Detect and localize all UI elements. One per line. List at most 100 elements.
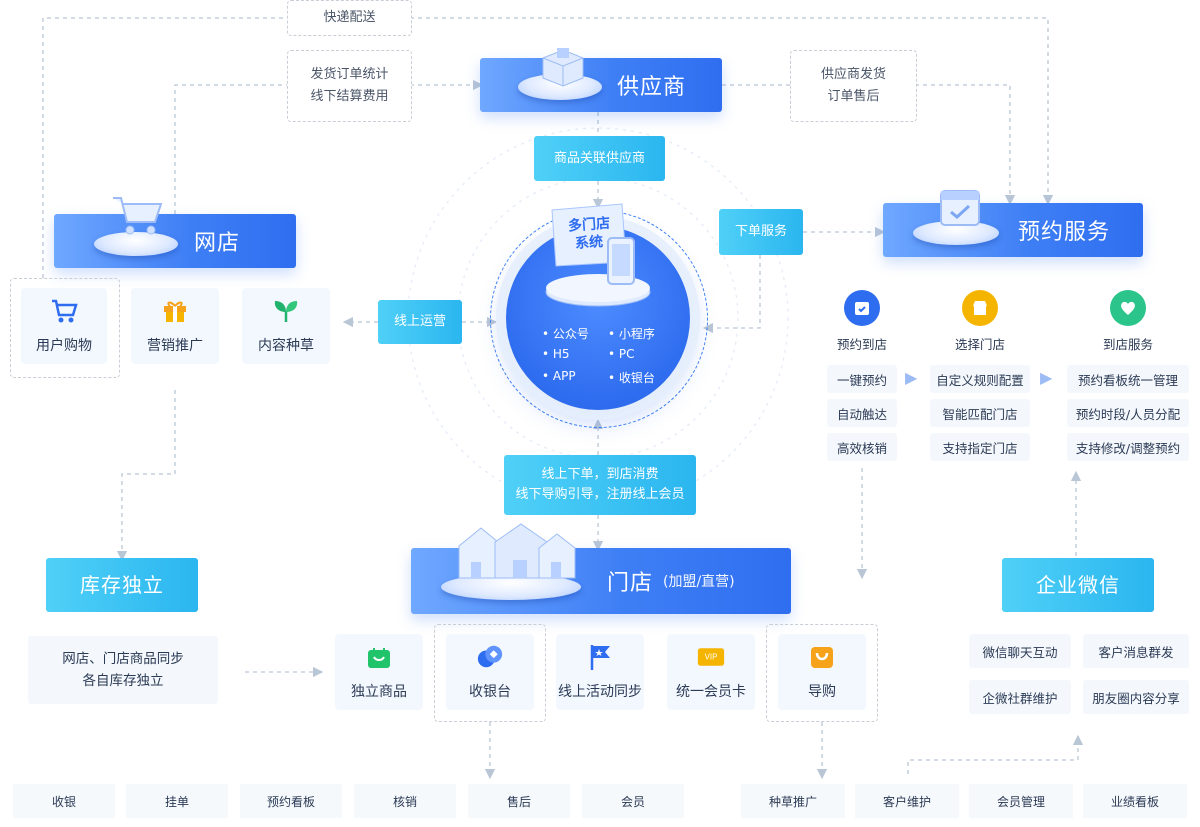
booking-chip: 支持指定门店: [930, 433, 1030, 461]
store-banner: 门店 (加盟/直营): [411, 523, 791, 614]
store-card-activity[interactable]: 线上活动同步: [556, 634, 644, 710]
store-subtitle: (加盟/直营): [663, 574, 735, 590]
wecom-chip: 企微社群维护: [969, 680, 1071, 714]
webstore-card-label: 内容种草: [258, 338, 314, 354]
right-note-line-2: 订单售后: [827, 89, 880, 104]
store-card-label: 导购: [808, 684, 836, 700]
left-note-box: 发货订单统计 线下结算费用: [287, 50, 412, 122]
vip-card-icon: VIP: [697, 643, 725, 671]
store-card-guide[interactable]: 导购: [778, 634, 866, 710]
booking-title: 预约服务: [1018, 220, 1111, 245]
feature-mini-program: • 小程序: [608, 327, 655, 341]
wecom-chip: 朋友圈内容分享: [1083, 680, 1189, 714]
webstore-pedestal: [94, 232, 178, 256]
online-ops-text: 线上运营: [393, 314, 446, 329]
inventory-box: 库存独立: [46, 558, 198, 612]
bottom-chip: 收银: [13, 784, 115, 818]
bottom-chip: 售后: [468, 784, 570, 818]
sprout-icon: [272, 297, 300, 325]
guide-bag-icon: [808, 643, 836, 671]
shop-icon: [962, 290, 998, 326]
online-ops-box: 线上运营: [378, 300, 462, 344]
booking-chip: 自定义规则配置: [930, 365, 1030, 393]
express-label: 快递配送: [287, 0, 412, 36]
store-card-label: 独立商品: [351, 684, 407, 700]
bottom-chip: 客户维护: [855, 784, 959, 818]
wecom-title: 企业微信: [1036, 573, 1120, 597]
bottom-chip: 挂单: [126, 784, 228, 818]
bag-icon: [365, 643, 393, 671]
inventory-title: 库存独立: [80, 573, 164, 597]
webstore-highlight: [10, 278, 120, 378]
link-supplier-box: 商品关联供应商: [534, 136, 665, 181]
left-note-line-1: 发货订单统计: [310, 67, 389, 82]
feature-label: APP: [552, 369, 576, 383]
supplier-banner: 供应商: [480, 48, 722, 112]
inventory-note: 网店、门店商品同步 各自库存独立: [28, 636, 218, 704]
express-text: 快递配送: [323, 10, 376, 25]
booking-chip: 一键预约: [827, 365, 897, 393]
bottom-chip: 业绩看板: [1083, 784, 1187, 818]
store-flow-line-2: 线下导购引导，注册线上会员: [515, 487, 685, 502]
wecom-chip: 微信聊天互动: [969, 634, 1071, 668]
inventory-note-line-2: 各自库存独立: [82, 673, 164, 689]
webstore-title: 网店: [194, 231, 241, 256]
webstore-banner: 网店: [54, 197, 296, 268]
shopping-cart-icon: [113, 197, 163, 235]
bottom-chip: 会员: [582, 784, 684, 818]
gift-icon: [161, 297, 189, 325]
store-card-member[interactable]: VIP 统一会员卡: [667, 634, 755, 710]
calendar-icon: [844, 290, 880, 326]
store-card-label: 线上活动同步: [558, 684, 642, 700]
store-title: 门店: [607, 571, 654, 596]
feature-label: 收银台: [618, 371, 655, 385]
chevron-right-icon: ▶: [1040, 368, 1053, 387]
chevron-right-icon: ▶: [905, 368, 918, 387]
booking-step-2: 选择门店: [954, 337, 1005, 352]
wecom-chip: 客户消息群发: [1083, 634, 1189, 668]
box-icon: [542, 48, 584, 87]
feature-label: H5: [552, 347, 570, 361]
order-service-box: 下单服务: [719, 209, 803, 255]
coins-icon: [476, 643, 504, 671]
inventory-note-line-1: 网店、门店商品同步: [62, 651, 184, 667]
webstore-card-content[interactable]: 内容种草: [242, 288, 330, 364]
feature-label: 小程序: [618, 327, 655, 341]
feature-label: 公众号: [552, 327, 589, 341]
store-card-products[interactable]: 独立商品: [335, 634, 423, 710]
feature-app: • APP: [542, 369, 576, 383]
store-card-label: 统一会员卡: [676, 684, 746, 700]
feature-cashier: • 收银台: [608, 371, 655, 385]
monitor-phone-icon: [545, 203, 651, 307]
right-note-line-1: 供应商发货: [820, 67, 886, 82]
booking-chip: 预约时段/人员分配: [1067, 399, 1189, 427]
left-note-line-2: 线下结算费用: [310, 89, 389, 104]
feature-h5: • H5: [542, 347, 570, 361]
booking-chip: 预约看板统一管理: [1067, 365, 1189, 393]
bottom-chip: 核销: [354, 784, 456, 818]
cart-icon: [50, 297, 78, 325]
calendar-board-icon: [940, 190, 980, 226]
booking-chip: 高效核销: [827, 433, 897, 461]
booking-chip: 智能匹配门店: [930, 399, 1030, 427]
webstore-card-shopping[interactable]: 用户购物: [21, 288, 107, 364]
store-card-label: 收银台: [469, 684, 511, 700]
cashier-highlight: [434, 624, 546, 722]
booking-step-1: 预约到店: [836, 337, 887, 352]
guide-highlight: [766, 624, 878, 722]
store-card-cashier[interactable]: 收银台: [446, 634, 534, 710]
webstore-card-label: 用户购物: [36, 338, 92, 354]
link-supplier-text: 商品关联供应商: [553, 150, 645, 166]
feature-official-account: • 公众号: [542, 327, 589, 341]
webstore-card-marketing[interactable]: 营销推广: [131, 288, 219, 364]
store-flow-box: 线上下单，到店消费 线下导购引导，注册线上会员: [504, 455, 696, 515]
booking-chip: 支持修改/调整预约: [1067, 433, 1189, 461]
wecom-box: 企业微信: [1002, 558, 1154, 612]
store-flow-line-1: 线上下单，到店消费: [541, 467, 659, 482]
right-note-box: 供应商发货 订单售后: [790, 50, 917, 122]
svg-text:VIP: VIP: [705, 653, 718, 662]
feature-label: PC: [618, 347, 635, 361]
bottom-chip: 会员管理: [969, 784, 1073, 818]
supplier-title: 供应商: [617, 75, 687, 100]
